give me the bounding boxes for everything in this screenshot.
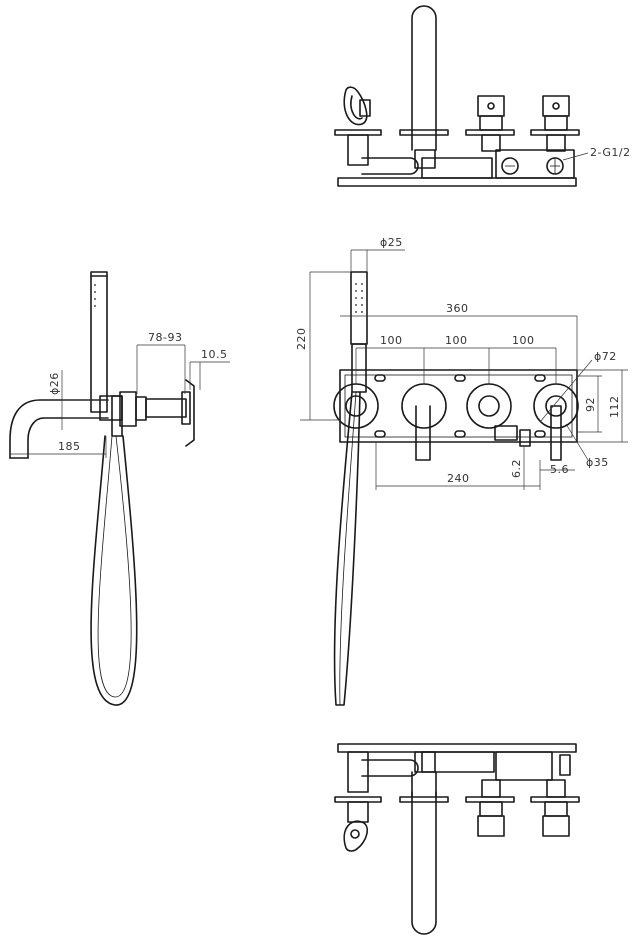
dim-220: 220 (295, 328, 308, 351)
top-view: 2-G1/2 (334, 5, 631, 187)
dim-360: 360 (446, 302, 469, 315)
dim-6-2: 6.2 (510, 459, 523, 478)
dim-10-5: 10.5 (201, 348, 228, 361)
dim-240: 240 (447, 472, 470, 485)
dim-100-c: 100 (512, 334, 535, 347)
dia-72: ϕ72 (594, 350, 617, 363)
thread-label: 2-G1/2 (590, 146, 631, 159)
dim-92: 92 (584, 397, 597, 412)
dia-25: ϕ25 (380, 236, 403, 249)
dim-78-93: 78-93 (148, 331, 182, 344)
dia-26: ϕ26 (48, 372, 61, 395)
front-view: ϕ25 220 360 100 100 100 ϕ72 92 112 6.2 5… (295, 236, 628, 706)
dim-100-a: 100 (380, 334, 403, 347)
bottom-view (334, 743, 580, 935)
dim-100-b: 100 (445, 334, 468, 347)
side-view: 78-93 10.5 ϕ26 185 (9, 271, 230, 706)
dim-185: 185 (58, 440, 81, 453)
dia-35: ϕ35 (586, 456, 609, 469)
dim-112: 112 (608, 396, 621, 419)
dim-5-6: 5.6 (550, 463, 569, 476)
